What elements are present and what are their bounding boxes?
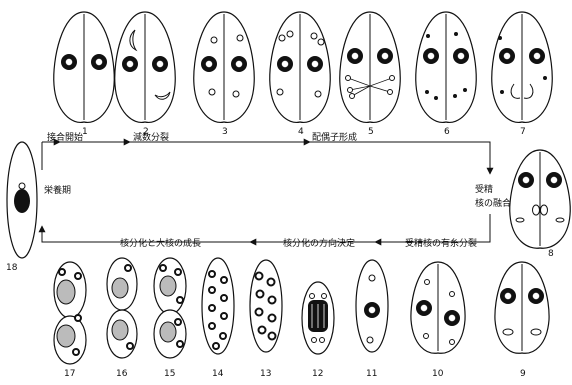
label-fertilization: 受精 (475, 183, 493, 195)
stage-14-cell (202, 258, 234, 354)
stage-number-2: 2 (143, 127, 149, 137)
stage-18-cell (7, 142, 37, 258)
stage-number-1: 1 (82, 127, 88, 137)
stage-12-cell (302, 282, 334, 354)
stage-15-cell-pair (154, 258, 186, 358)
stage-number-11: 11 (366, 369, 377, 379)
stage-7-cell-pair (492, 12, 553, 122)
label-vegetative-phase: 栄養期 (44, 184, 71, 196)
stage-number-6: 6 (444, 127, 450, 137)
stage-1-cell-pair (54, 12, 115, 122)
stage-number-9: 9 (520, 369, 526, 379)
stage-number-16: 16 (116, 369, 128, 379)
label-zygote-mitosis: 受精核の有糸分裂 (405, 237, 477, 249)
stage-10-cell-pair (411, 262, 465, 353)
stage-11-cell (356, 260, 388, 352)
stage-9-cell-pair (495, 262, 549, 353)
label-differentiation-macronucleus-growth: 核分化と大核の成長 (120, 237, 201, 249)
stage-number-12: 12 (312, 369, 323, 379)
flow-arrow-right-down (380, 142, 490, 174)
flow-arrow-bottom (42, 214, 490, 242)
stage-number-8: 8 (548, 249, 554, 259)
stage-16-cell-pair (107, 258, 137, 358)
stage-8-cell-pair (510, 150, 571, 248)
stage-number-4: 4 (298, 127, 304, 137)
stage-number-17: 17 (64, 369, 75, 379)
stage-number-10: 10 (432, 369, 444, 379)
stage-17-cell-pair (54, 262, 86, 364)
label-differentiation-direction: 核分化の方向決定 (283, 237, 355, 249)
label-nuclear-fusion: 核の融合 (475, 197, 511, 209)
stage-number-14: 14 (212, 369, 224, 379)
label-conjugation-start: 接合開始 (47, 131, 83, 143)
stage-number-3: 3 (222, 127, 228, 137)
stage-6-cell-pair (416, 12, 477, 122)
stage-3-cell-pair (194, 12, 255, 122)
stage-number-5: 5 (368, 127, 374, 137)
stage-4-cell-pair (270, 12, 331, 122)
label-meiosis: 減数分裂 (133, 131, 169, 143)
stage-2-cell-pair (115, 12, 176, 122)
stage-13-cell (250, 260, 282, 352)
stage-number-15: 15 (164, 369, 175, 379)
stage-5-cell-pair (340, 12, 401, 122)
label-gamete-formation: 配偶子形成 (312, 131, 357, 143)
stage-number-7: 7 (520, 127, 526, 137)
stage-number-13: 13 (260, 369, 271, 379)
stage-number-18: 18 (6, 263, 18, 273)
